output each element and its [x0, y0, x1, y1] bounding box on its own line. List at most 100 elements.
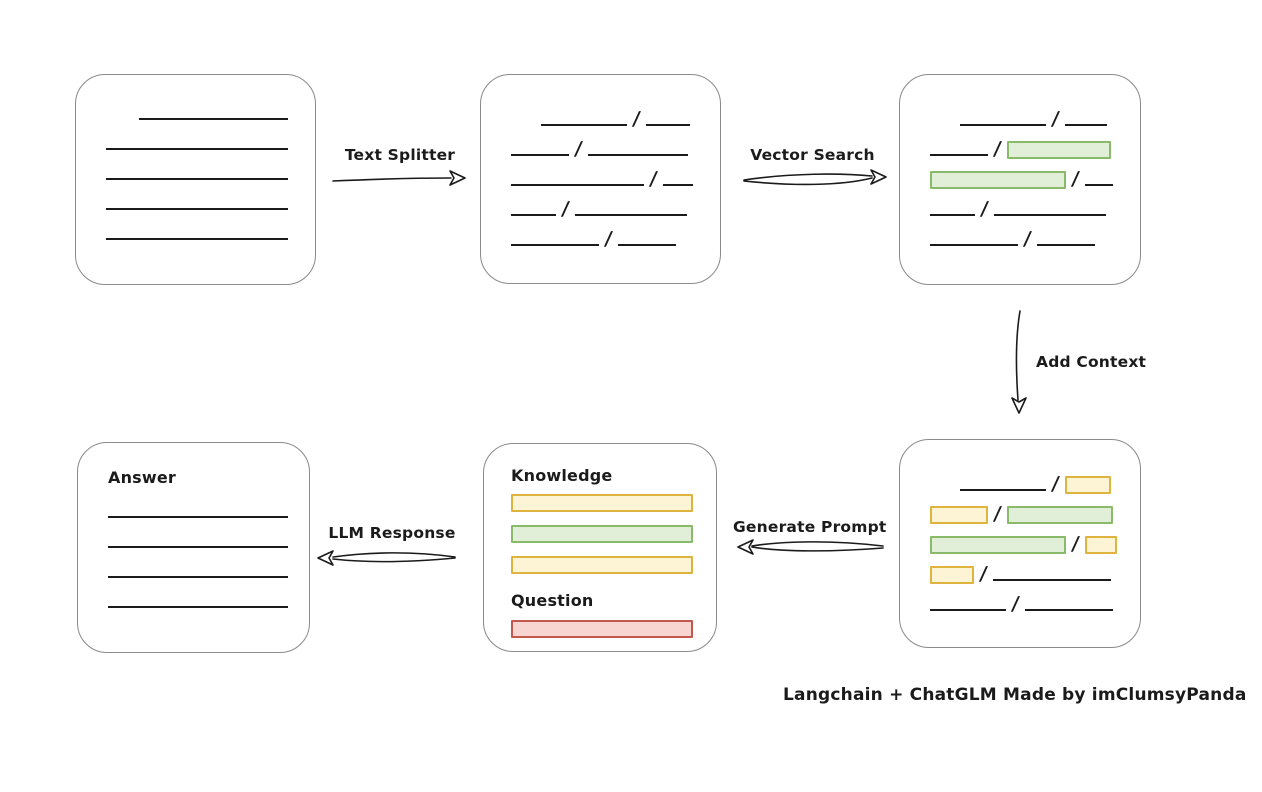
answer-box: Answer [77, 442, 310, 653]
text-row: / [930, 593, 1140, 615]
text-line [662, 184, 693, 186]
generate-prompt-arrow-line-top [751, 541, 884, 547]
text-row [106, 163, 315, 183]
text-row: / [511, 168, 720, 190]
text-line [930, 244, 1018, 246]
text-row: / [511, 198, 720, 220]
generate-prompt-arrow-line-bottom [751, 546, 884, 552]
text-line [108, 516, 288, 518]
vector-matched-box: / / / / / [899, 74, 1141, 285]
text-row: / [930, 168, 1140, 190]
text-line [930, 154, 988, 156]
text-line [106, 178, 288, 180]
text-row: / [930, 533, 1140, 555]
text-line [541, 124, 627, 126]
slash-separator: / [979, 198, 990, 220]
slash-separator: / [1050, 473, 1061, 495]
knowledge-bars [511, 494, 716, 574]
generate-prompt-label: Generate Prompt [733, 518, 887, 536]
yellow-chunk [930, 566, 974, 584]
green-chunk [1006, 506, 1113, 524]
answer-title: Answer [108, 468, 177, 487]
context-box: / / / / / [899, 439, 1141, 648]
llm-response-arrowhead-icon [317, 550, 334, 566]
vector-search-arrowhead-icon [870, 169, 887, 185]
text-splitter-arrow-line [332, 177, 452, 182]
vector-search-arrow-line-bottom [743, 177, 873, 186]
slash-separator: / [992, 138, 1003, 160]
yellow-chunk [1064, 476, 1111, 494]
text-line [992, 579, 1111, 581]
text-line [1036, 244, 1095, 246]
knowledge-title: Knowledge [511, 466, 613, 485]
add-context-arrow-line [1015, 310, 1021, 401]
text-row: / [930, 503, 1140, 525]
text-splitter-arrowhead-icon [449, 170, 466, 186]
slash-separator: / [1050, 108, 1061, 130]
text-line [108, 606, 288, 608]
text-line [587, 154, 688, 156]
red-chunk [511, 620, 693, 638]
question-title: Question [511, 591, 594, 610]
vector-search-arrow-line-top [743, 173, 873, 181]
slash-separator: / [992, 503, 1003, 525]
llm-response-arrow-line-bottom [332, 557, 456, 563]
text-row [511, 494, 716, 512]
text-row [511, 525, 716, 543]
text-splitter-arrow [332, 170, 466, 186]
text-row: / [511, 108, 720, 130]
slash-separator: / [560, 198, 571, 220]
split-chunks-lines: / / / / / [511, 108, 720, 250]
text-row: / [930, 228, 1140, 250]
text-line [1024, 609, 1113, 611]
slash-separator: / [1010, 593, 1021, 615]
text-line [511, 154, 569, 156]
slash-separator: / [1022, 228, 1033, 250]
document-lines [106, 103, 315, 243]
text-line [1064, 124, 1107, 126]
add-context-label: Add Context [1036, 353, 1147, 371]
text-line [574, 214, 687, 216]
add-context-arrowhead-icon [1011, 397, 1027, 414]
slash-separator: / [573, 138, 584, 160]
vector-search-label: Vector Search [750, 146, 875, 164]
text-line [106, 148, 288, 150]
text-line [108, 546, 288, 548]
slash-separator: / [978, 563, 989, 585]
text-line [930, 609, 1006, 611]
text-row [511, 620, 716, 638]
llm-response-arrow-line-top [332, 552, 456, 558]
yellow-chunk [511, 556, 693, 574]
text-row [106, 193, 315, 213]
text-row: / [930, 108, 1140, 130]
split-chunks-box: / / / / / [480, 74, 721, 284]
slash-separator: / [631, 108, 642, 130]
text-line [645, 124, 690, 126]
prompt-box: Knowledge Question [483, 443, 717, 652]
green-chunk [1006, 141, 1111, 159]
text-row [108, 531, 309, 551]
generate-prompt-arrowhead-icon [737, 539, 754, 555]
text-line [108, 576, 288, 578]
text-line [106, 208, 288, 210]
green-chunk [930, 171, 1066, 189]
text-row [106, 223, 315, 243]
text-row [106, 133, 315, 153]
text-row: / [930, 563, 1140, 585]
text-row: / [930, 198, 1140, 220]
slash-separator: / [1070, 168, 1081, 190]
text-line [617, 244, 676, 246]
yellow-chunk [930, 506, 988, 524]
slash-separator: / [1070, 533, 1081, 555]
text-row [106, 103, 315, 123]
green-chunk [930, 536, 1066, 554]
answer-lines [108, 501, 309, 611]
text-row [108, 591, 309, 611]
text-line [993, 214, 1106, 216]
slash-separator: / [603, 228, 614, 250]
text-line [511, 184, 644, 186]
vector-search-arrow [743, 169, 887, 186]
add-context-arrow [1011, 310, 1027, 414]
yellow-chunk [1084, 536, 1117, 554]
